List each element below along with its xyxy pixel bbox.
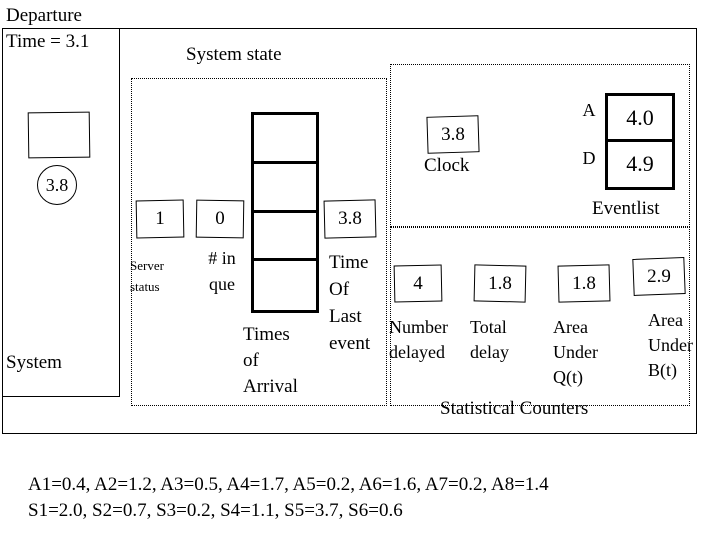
time-of-last-event-value: 3.8 bbox=[338, 208, 362, 229]
departure-title-line2: Time = 3.1 bbox=[6, 31, 90, 52]
area-under-qt-label-line1: Area bbox=[553, 317, 588, 337]
main-diagram-frame bbox=[2, 28, 697, 434]
system-state-title: System state bbox=[186, 44, 282, 65]
total-delay-value: 1.8 bbox=[488, 273, 512, 294]
area-under-bt-label-line2: Under bbox=[648, 335, 693, 355]
arrival-times-cell-1 bbox=[254, 115, 316, 164]
total-delay-label-line1: Total bbox=[470, 317, 507, 337]
server-status-label: Server status bbox=[130, 255, 190, 297]
service-time-circle: 3.8 bbox=[37, 165, 77, 205]
statistical-counters-title: Statistical Counters bbox=[440, 398, 589, 419]
departure-panel bbox=[2, 28, 120, 397]
num-in-queue-value: 0 bbox=[215, 208, 225, 229]
arrival-times-stack bbox=[251, 112, 319, 313]
number-delayed-label-line1: Number bbox=[389, 317, 448, 337]
footer-service-times: S1=2.0, S2=0.7, S3=0.2, S4=1.1, S5=3.7, … bbox=[28, 500, 403, 521]
area-under-qt-label-line2: Under bbox=[553, 342, 598, 362]
departing-customer-box bbox=[27, 111, 91, 159]
eventlist-value-arrival: 4.0 bbox=[608, 96, 672, 142]
eventlist-value-departure: 4.9 bbox=[626, 150, 654, 176]
number-delayed-label: Number delayed bbox=[389, 315, 461, 365]
area-under-bt-label-line1: Area bbox=[648, 310, 683, 330]
eventlist-key-arrival: A bbox=[582, 100, 596, 120]
clock-and-eventlist-region bbox=[390, 64, 690, 227]
area-under-bt-label: Area Under B(t) bbox=[648, 308, 720, 383]
time-of-last-event-label-line1: Time bbox=[329, 252, 369, 273]
area-under-qt-value: 1.8 bbox=[572, 273, 596, 294]
footer-values: A1=0.4, A2=1.2, A3=0.5, A4=1.7, A5=0.2, … bbox=[28, 472, 708, 524]
total-delay-label: Total delay bbox=[470, 315, 530, 365]
footer-interarrival-times: A1=0.4, A2=1.2, A3=0.5, A4=1.7, A5=0.2, … bbox=[28, 474, 549, 495]
departure-title: Departure Time = 3.1 bbox=[6, 3, 118, 55]
time-of-last-event-label: Time Of Last event bbox=[329, 249, 387, 357]
time-of-last-event-label-line3: Last bbox=[329, 306, 362, 327]
number-delayed-value: 4 bbox=[413, 273, 423, 294]
system-state-region bbox=[131, 78, 387, 406]
system-panel-label: System bbox=[6, 352, 62, 373]
num-in-queue-label-line1: # in bbox=[208, 248, 236, 268]
eventlist-box: 4.0 4.9 bbox=[605, 93, 675, 190]
time-of-last-event-label-line2: Of bbox=[329, 279, 350, 300]
server-status-label-line2: status bbox=[130, 279, 160, 294]
area-under-qt-label: Area Under Q(t) bbox=[553, 315, 613, 390]
departure-title-line1: Departure bbox=[6, 5, 82, 26]
eventlist-key-departure: D bbox=[582, 148, 596, 168]
time-of-last-event-label-line4: event bbox=[329, 333, 371, 354]
clock-label: Clock bbox=[424, 155, 470, 176]
arrival-times-cell-4 bbox=[254, 261, 316, 310]
num-in-queue-label: # in que bbox=[194, 245, 250, 297]
number-delayed-label-line2: delayed bbox=[389, 342, 445, 362]
num-in-queue-label-line2: que bbox=[209, 274, 235, 294]
arrival-times-label-line3: Arrival bbox=[243, 376, 298, 397]
area-under-bt-label-line3: B(t) bbox=[648, 360, 677, 380]
area-under-qt-label-line3: Q(t) bbox=[553, 367, 583, 387]
total-delay-label-line2: delay bbox=[470, 342, 509, 362]
clock-value: 3.8 bbox=[441, 124, 465, 145]
server-status-label-line1: Server bbox=[130, 258, 164, 273]
statistical-counters-region bbox=[390, 227, 690, 406]
area-under-bt-value: 2.9 bbox=[647, 266, 671, 287]
arrival-times-cell-2 bbox=[254, 164, 316, 213]
arrival-times-cell-3 bbox=[254, 213, 316, 262]
eventlist-label: Eventlist bbox=[592, 198, 660, 219]
arrival-times-label-line2: of bbox=[243, 350, 259, 371]
server-status-value: 1 bbox=[155, 208, 165, 229]
arrival-times-label-line1: Times bbox=[243, 324, 290, 345]
arrival-times-label: Times of Arrival bbox=[243, 322, 329, 400]
